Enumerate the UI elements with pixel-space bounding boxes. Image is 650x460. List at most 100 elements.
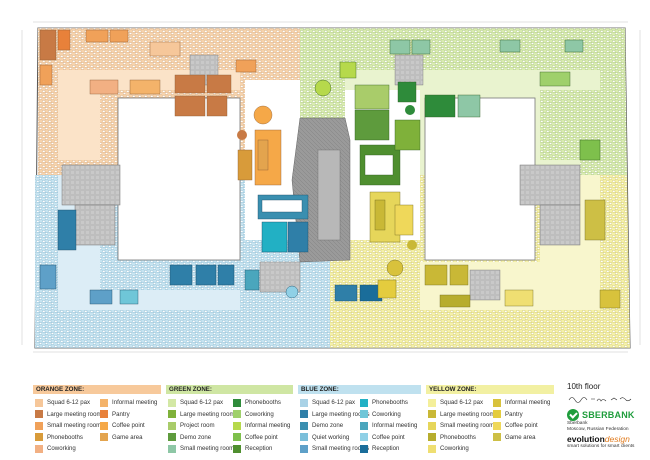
legend-item: Coworking xyxy=(35,443,76,454)
zone-title: GREEN ZONE: xyxy=(166,385,293,394)
legend-swatch xyxy=(35,433,43,441)
right-core-2 xyxy=(539,204,581,246)
floor-plan xyxy=(21,21,641,353)
legend-swatch xyxy=(233,433,241,441)
legend-label: Demo zone xyxy=(312,422,344,429)
legend-label: Phonebooths xyxy=(47,433,83,441)
legend-swatch xyxy=(493,398,501,407)
legend-item: Squad 6-12 pax xyxy=(300,397,355,408)
legend-swatch xyxy=(360,410,368,418)
legend-swatch xyxy=(100,433,108,441)
legend-item: Informal meeting xyxy=(360,420,417,431)
legend-swatch xyxy=(168,398,176,407)
legend-label: Small meeting rooms xyxy=(312,445,370,452)
legend-item: Informal meeting xyxy=(493,397,550,408)
designer-logo: evolutiondesign xyxy=(567,435,649,444)
zone-title: YELLOW ZONE: xyxy=(426,385,554,394)
legend-label: Pantry xyxy=(112,410,130,418)
legend-item: Large meeting rooms xyxy=(428,409,498,420)
legend-label: Game area xyxy=(112,433,143,441)
legend-swatch xyxy=(428,410,436,418)
legend-swatch xyxy=(493,410,501,418)
legend-item: Reception xyxy=(233,443,272,454)
left-core-2 xyxy=(74,204,116,246)
legend-label: Project room xyxy=(180,422,215,429)
legend-label: Phonebooths xyxy=(372,399,408,406)
legend-swatch xyxy=(428,398,436,407)
legend-item: Small meeting rooms xyxy=(168,443,237,454)
legend-item: Game area xyxy=(493,432,535,443)
legend-item: Phonebooths xyxy=(233,397,281,408)
legend-label: Informal meeting xyxy=(372,422,418,429)
atrium-left xyxy=(117,97,241,261)
legend-label: Informal meeting xyxy=(245,422,291,429)
legend-swatch xyxy=(360,444,368,453)
client-sub: Sberbank xyxy=(567,421,588,426)
legend-swatch xyxy=(168,421,176,430)
legend-label: Coworking xyxy=(245,410,274,418)
legend-label: Small meeting rooms xyxy=(47,422,105,429)
legend-item: Squad 6-12 pax xyxy=(428,397,483,408)
legend-swatch xyxy=(35,444,43,453)
core-stairs xyxy=(317,149,341,241)
bottom-core-right xyxy=(469,269,501,301)
legend-item: Phonebooths xyxy=(35,432,83,443)
legend-item: Reception xyxy=(360,443,399,454)
sberbank-logo-icon xyxy=(567,409,579,421)
legend-label: Large meeting rooms xyxy=(312,410,370,418)
legend-label: Coworking xyxy=(440,445,469,452)
designer-name-b: design xyxy=(604,434,630,444)
legend-swatch xyxy=(233,421,241,430)
legend-label: Demo zone xyxy=(180,433,212,441)
legend-swatch xyxy=(35,398,43,407)
legend-item: Informal meeting xyxy=(100,397,157,408)
legend-label: Small meeting rooms xyxy=(440,422,498,429)
legend-label: Coffee point xyxy=(372,433,405,441)
legend-label: Quiet working xyxy=(312,433,350,441)
legend-item: Coffee point xyxy=(100,420,145,431)
legend-swatch xyxy=(493,433,501,441)
legend-swatch xyxy=(300,444,308,453)
yellow-round-table xyxy=(386,259,404,277)
legend-label: Informal meeting xyxy=(505,399,551,406)
title-block: 10th floor SBERBANK Sberbank Moscow, Rus… xyxy=(567,382,649,460)
legend-label: Large meeting rooms xyxy=(47,410,105,418)
legend-swatch xyxy=(233,444,241,453)
legend-swatch xyxy=(360,398,368,407)
legend-item: Small meeting rooms xyxy=(300,443,369,454)
legend-swatch xyxy=(300,433,308,441)
legend-label: Phonebooths xyxy=(245,399,281,406)
zone-title: BLUE ZONE: xyxy=(298,385,421,394)
orange-round-table xyxy=(253,105,273,125)
legend-swatch xyxy=(233,410,241,418)
client-logo: SBERBANK xyxy=(567,409,649,421)
legend-swatch xyxy=(168,410,176,418)
legend-swatch xyxy=(35,410,43,418)
legend-label: Large meeting rooms xyxy=(440,410,498,418)
legend-swatch xyxy=(428,421,436,430)
legend-item: Large meeting rooms xyxy=(35,409,105,420)
left-core xyxy=(61,164,121,206)
legend-label: Coffee point xyxy=(112,422,145,429)
legend-item: Pantry xyxy=(493,409,523,420)
legend-swatch xyxy=(100,410,108,418)
legend-label: Game area xyxy=(505,433,536,441)
designer-tagline: smart solutions for smart clients xyxy=(567,444,635,449)
legend-item: Coffee point xyxy=(233,432,278,443)
dimension-lines xyxy=(21,21,641,353)
legend-swatch xyxy=(300,398,308,407)
legend-item: Coffee point xyxy=(493,420,538,431)
legend-item: Small meeting rooms xyxy=(35,420,104,431)
legend-label: Squad 6-12 pax xyxy=(440,399,484,406)
legend-label: Coffee point xyxy=(505,422,538,429)
legend-item: Project room xyxy=(168,420,215,431)
legend-swatch xyxy=(233,398,241,407)
legend-swatch xyxy=(428,444,436,453)
floor-label: 10th floor xyxy=(567,382,601,391)
